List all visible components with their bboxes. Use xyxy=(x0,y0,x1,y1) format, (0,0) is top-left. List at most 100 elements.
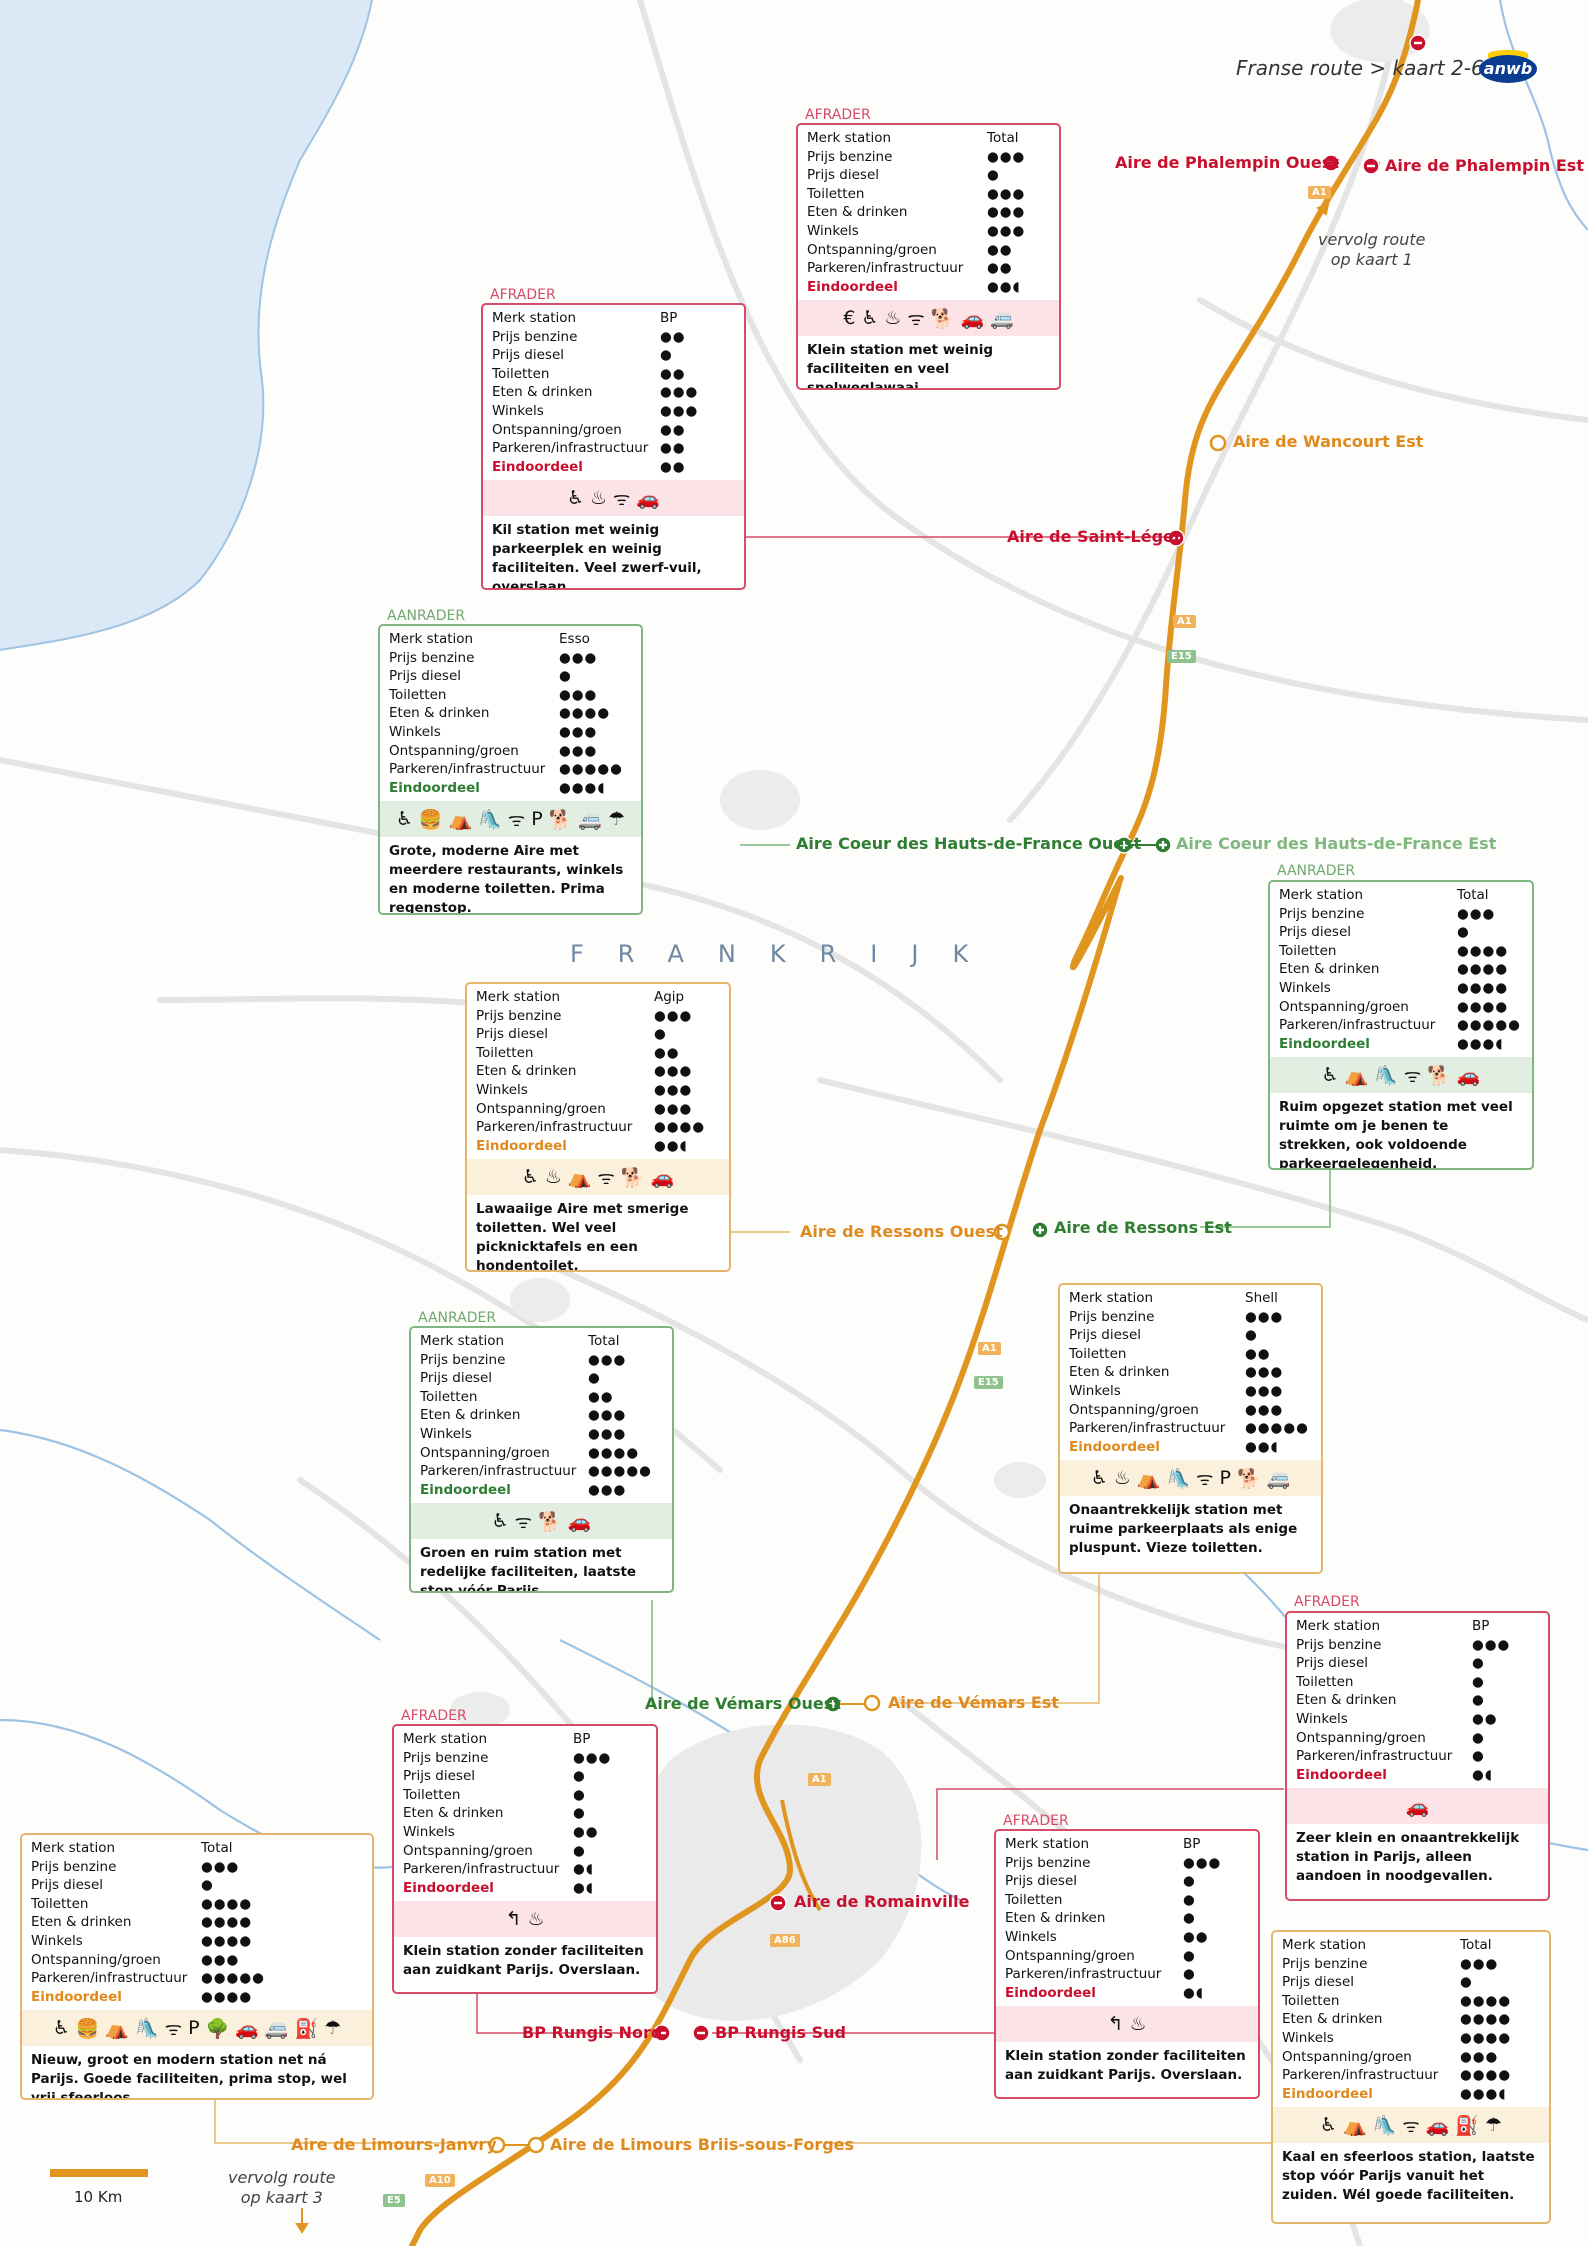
box-row-label: Eten & drinken xyxy=(403,1805,504,1822)
box-rating: ●● xyxy=(660,440,686,457)
label-limours-briis[interactable]: Aire de Limours Briis-sous-Forges xyxy=(550,2135,855,2154)
marker-wancourt-est[interactable] xyxy=(1209,434,1227,452)
facility-icons: ↰♨ xyxy=(394,1901,656,1938)
facility-icon: ᯤ xyxy=(1402,2115,1420,2138)
box-row: Prijs diesel● xyxy=(1279,923,1524,942)
facility-icon: ♨ xyxy=(884,307,902,330)
facility-icon: ♿ xyxy=(395,808,413,831)
box-brand: Total xyxy=(987,130,1019,146)
box-row-label: Ontspanning/groen xyxy=(1279,998,1409,1015)
box-row: Ontspanning/groen ● xyxy=(1296,1729,1540,1748)
box-rating: ●●●●● xyxy=(559,761,623,778)
box-rating: ●●●● xyxy=(201,1895,253,1912)
label-vemars-ouest[interactable]: Aire de Vémars Ouest xyxy=(645,1694,841,1713)
box-rating: ●● xyxy=(1245,1345,1271,1362)
box-rating: ●●● xyxy=(559,686,598,703)
box-rating: ● xyxy=(1183,1947,1196,1964)
label-ressons-est[interactable]: Aire de Ressons Est xyxy=(1054,1218,1232,1237)
box-row: Prijs diesel● xyxy=(31,1876,364,1895)
box-row-label: Ontspanning/groen xyxy=(31,1951,161,1968)
facility-icon: € xyxy=(843,307,856,330)
tag-phalempin: AFRADER xyxy=(805,107,871,123)
facility-icon: 🐕 xyxy=(930,307,955,330)
facility-icon: 🛝 xyxy=(1166,1467,1191,1490)
box-rating: ●● xyxy=(987,241,1013,258)
box-row: Ontspanning/groen●●●● xyxy=(1279,998,1524,1017)
box-row-label: Prijs benzine xyxy=(31,1858,117,1875)
box-row-label: Toiletten xyxy=(389,686,447,703)
label-romainville[interactable]: Aire de Romainville xyxy=(794,1892,970,1911)
road-label-a1-paris: A1 xyxy=(808,1773,831,1786)
box-row-label: Toiletten xyxy=(1005,1891,1063,1908)
label-rungis-nord[interactable]: BP Rungis Nord xyxy=(522,2023,663,2042)
label-wancourt-est[interactable]: Aire de Wancourt Est xyxy=(1233,432,1424,451)
box-rating: ●● xyxy=(1183,1928,1209,1945)
box-row: Eindoordeel●●●◖ xyxy=(1282,2085,1541,2104)
box-row-label: Merk station xyxy=(1296,1618,1381,1634)
box-row: Eten & drinken●●● xyxy=(807,203,1051,222)
facility-icon: 🐕 xyxy=(620,1166,645,1189)
box-rating: ●● xyxy=(660,421,686,438)
box-row: Prijs benzine●●● xyxy=(389,649,633,668)
box-rating: ●● xyxy=(1472,1710,1498,1727)
marker-ressons-ouest[interactable] xyxy=(993,1223,1011,1241)
label-rungis-sud[interactable]: BP Rungis Sud xyxy=(715,2023,846,2042)
label-phalempin-ouest[interactable]: Aire de Phalempin Ouest xyxy=(1115,153,1339,172)
box-rating: ● xyxy=(1183,1910,1196,1927)
facility-icons: ♿⛺🛝ᯤ🚗⛽☂ xyxy=(1273,2107,1549,2144)
box-rating: ●●●● xyxy=(1457,979,1509,996)
box-row: Toiletten●● xyxy=(476,1044,721,1063)
box-row-label: Prijs diesel xyxy=(1069,1327,1141,1344)
facility-icon: 🚗 xyxy=(1456,1064,1481,1087)
marker-limours-briis[interactable] xyxy=(527,2136,545,2154)
box-rating: ●●● xyxy=(654,1100,693,1117)
box-row: Eten & drinken●●● xyxy=(492,383,736,402)
box-row: Eten & drinken●●● xyxy=(476,1062,721,1081)
scale-label: 10 Km xyxy=(74,2188,123,2206)
box-row: Eten & drinken●●●● xyxy=(389,704,633,723)
tag-coeur-est: AANRADER xyxy=(1277,863,1356,879)
box-row-label: Prijs diesel xyxy=(420,1370,492,1387)
box-description: Grote, moderne Aire met meerdere restaur… xyxy=(389,843,624,915)
box-row: Parkeren/infrastructuur●●●●● xyxy=(420,1462,664,1481)
facility-icon: ᯤ xyxy=(514,1511,533,1534)
box-rating: ●●● xyxy=(588,1351,627,1368)
box-row: Prijs diesel● xyxy=(1069,1326,1313,1345)
box-row-label: Parkeren/infrastructuur xyxy=(1279,1017,1436,1034)
box-row-label: Prijs benzine xyxy=(1279,905,1365,922)
box-rating: ● xyxy=(1472,1729,1485,1746)
facility-icon: ᯤ xyxy=(1403,1065,1422,1088)
box-row: Prijs benzine●●● xyxy=(420,1351,664,1370)
tag-coeur-ouest: AANRADER xyxy=(387,608,466,624)
label-ressons-ouest[interactable]: Aire de Ressons Ouest xyxy=(800,1222,1003,1241)
box-row-label: Ontspanning/groen xyxy=(1296,1729,1426,1746)
box-row-label: Parkeren/infrastructuur xyxy=(807,260,964,277)
box-brand: Total xyxy=(1457,887,1489,903)
box-description: Onaantrekkelijk station met ruime parkee… xyxy=(1069,1502,1298,1557)
box-rating: ●●● xyxy=(987,148,1026,165)
tag-saint-leger: AFRADER xyxy=(490,287,556,303)
box-rating: ●●●● xyxy=(588,1444,640,1461)
box-row: Prijs benzine●●● xyxy=(807,148,1051,167)
tag-vemars-ouest: AANRADER xyxy=(418,1310,497,1326)
box-rating: ●●● xyxy=(987,185,1026,202)
box-row: Ontspanning/groen●●● xyxy=(1069,1401,1313,1420)
label-vemars-est[interactable]: Aire de Vémars Est xyxy=(888,1693,1059,1712)
facility-icon: 🚗 xyxy=(1425,2114,1450,2137)
label-phalempin-est[interactable]: Aire de Phalempin Est xyxy=(1385,156,1584,175)
box-rating: ● xyxy=(559,668,572,685)
label-saint-leger[interactable]: Aire de Saint-Léger xyxy=(1007,527,1182,546)
label-coeur-ouest[interactable]: Aire Coeur des Hauts-de-France Ouest xyxy=(796,834,1142,853)
marker-vemars-est[interactable] xyxy=(863,1694,881,1712)
box-row: Winkels●●● xyxy=(492,402,736,421)
label-coeur-est[interactable]: Aire Coeur des Hauts-de-France Est xyxy=(1176,834,1497,853)
box-row-label: Merk station xyxy=(807,130,892,146)
label-limours-janvry[interactable]: Aire de Limours-Janvry xyxy=(291,2135,497,2154)
